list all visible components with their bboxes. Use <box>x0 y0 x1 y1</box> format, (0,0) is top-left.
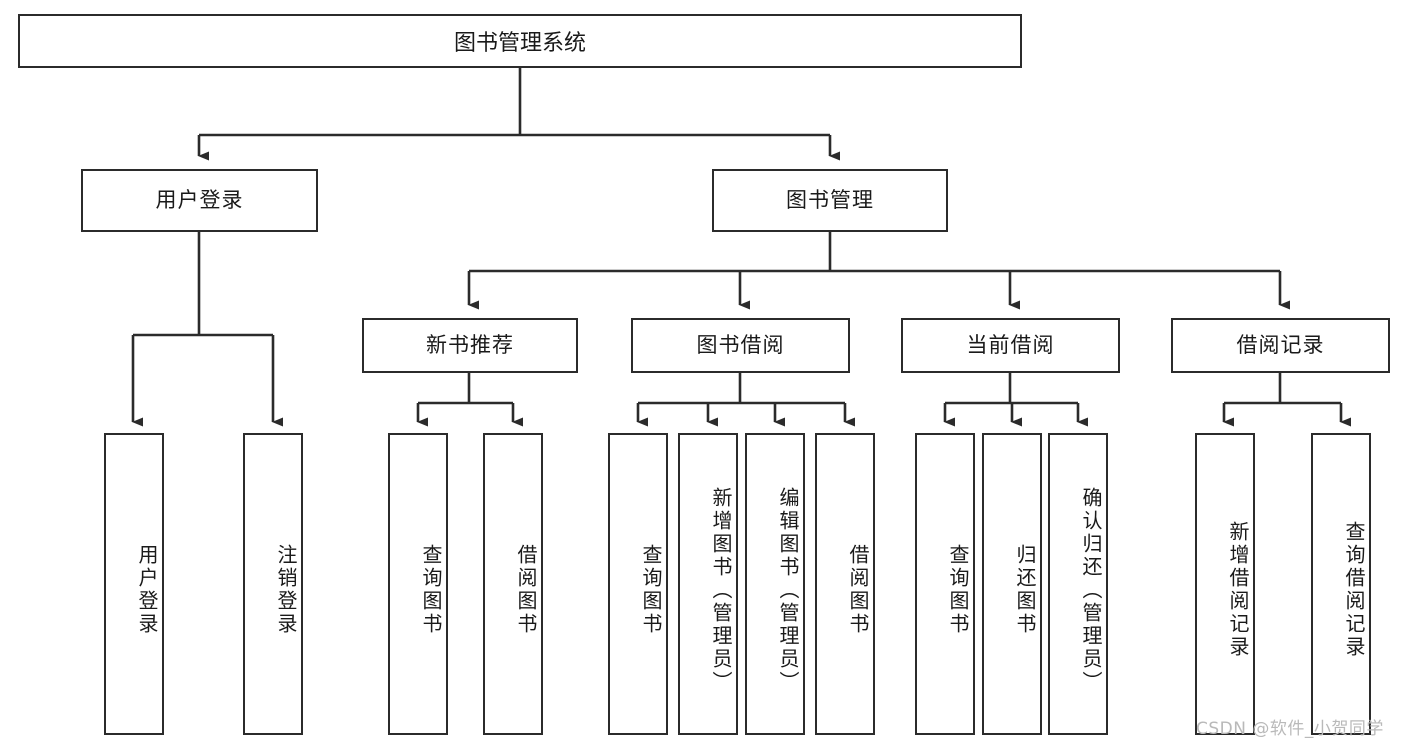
leaf-add-book-admin[interactable]: 新增图书（管理员） <box>678 433 738 735</box>
leaf-add-borrow-record[interactable]: 新增借阅记录 <box>1195 433 1255 735</box>
leaf-label: 编辑图书（管理员） <box>776 486 800 694</box>
leaf-logout[interactable]: 注销登录 <box>243 433 303 735</box>
node-user-login[interactable]: 用户登录 <box>81 169 318 232</box>
leaf-label: 查询借阅记录 <box>1342 521 1366 659</box>
leaf-label: 借阅图书 <box>846 544 870 636</box>
leaf-label: 归还图书 <box>1013 544 1037 636</box>
node-borrow-record[interactable]: 借阅记录 <box>1171 318 1390 373</box>
leaf-confirm-return-admin[interactable]: 确认归还（管理员） <box>1048 433 1108 735</box>
leaf-borrow-book-recommend[interactable]: 借阅图书 <box>483 433 543 735</box>
leaf-user-login[interactable]: 用户登录 <box>104 433 164 735</box>
leaf-borrow-book[interactable]: 借阅图书 <box>815 433 875 735</box>
node-book-borrow[interactable]: 图书借阅 <box>631 318 850 373</box>
leaf-label: 新增图书（管理员） <box>709 486 733 694</box>
node-current-borrow[interactable]: 当前借阅 <box>901 318 1120 373</box>
leaf-label: 用户登录 <box>135 544 159 636</box>
leaf-label: 查询图书 <box>419 544 443 636</box>
node-new-book-recommend[interactable]: 新书推荐 <box>362 318 578 373</box>
leaf-query-book-borrow[interactable]: 查询图书 <box>608 433 668 735</box>
leaf-edit-book-admin[interactable]: 编辑图书（管理员） <box>745 433 805 735</box>
leaf-label: 新增借阅记录 <box>1226 521 1250 659</box>
leaf-label: 注销登录 <box>274 544 298 636</box>
node-root-system[interactable]: 图书管理系统 <box>18 14 1022 68</box>
node-book-management[interactable]: 图书管理 <box>712 169 948 232</box>
leaf-return-book[interactable]: 归还图书 <box>982 433 1042 735</box>
leaf-query-borrow-record[interactable]: 查询借阅记录 <box>1311 433 1371 735</box>
leaf-label: 查询图书 <box>639 544 663 636</box>
csdn-watermark: CSDN @软件_小贺同学 <box>1196 719 1384 739</box>
leaf-query-book-current[interactable]: 查询图书 <box>915 433 975 735</box>
leaf-label: 查询图书 <box>946 544 970 636</box>
leaf-query-book-recommend[interactable]: 查询图书 <box>388 433 448 735</box>
leaf-label: 借阅图书 <box>514 544 538 636</box>
leaf-label: 确认归还（管理员） <box>1079 486 1103 694</box>
